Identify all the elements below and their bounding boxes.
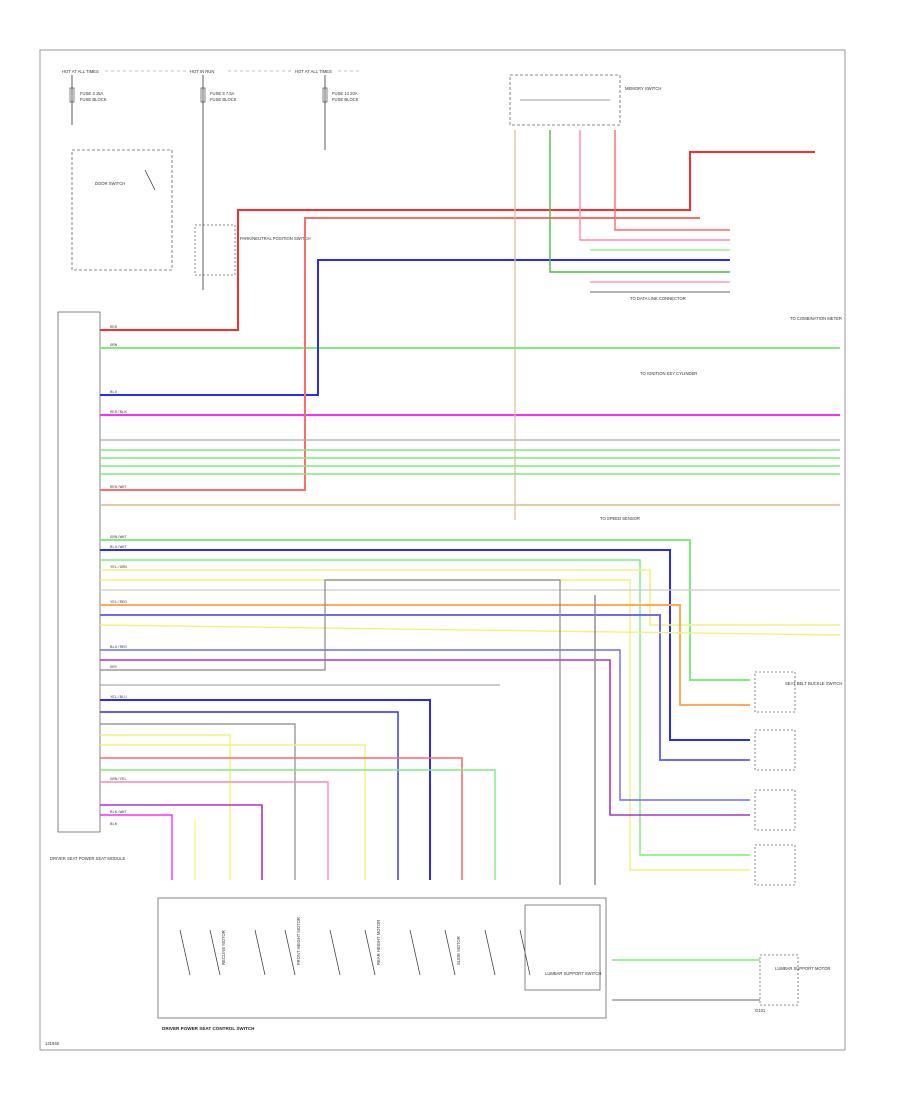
wire-sw-7 — [100, 769, 496, 880]
svg-text:FUSE BLOCK: FUSE BLOCK — [210, 97, 237, 102]
wire-purple-l1 — [100, 659, 750, 816]
svg-text:FUSE 9 7.5A: FUSE 9 7.5A — [210, 91, 235, 96]
junction-label-4: TO SPEED SENSOR — [600, 516, 640, 521]
wire-mem-2 — [549, 130, 730, 273]
power-label-3: HOT AT ALL TIMES — [295, 69, 332, 74]
svg-text:FUSE BLOCK: FUSE BLOCK — [332, 97, 359, 102]
wire-sw-2 — [100, 711, 399, 880]
svg-text:RED/BLK: RED/BLK — [110, 410, 127, 415]
svg-text:BLK: BLK — [110, 823, 118, 827]
wire-sw-1 — [100, 699, 431, 880]
wire-yellow-l1 — [100, 569, 840, 626]
wire-red-top — [100, 151, 815, 331]
ground-label: G101 — [755, 1008, 766, 1013]
junction-label-3: TO IGNITION KEY CYLINDER — [640, 371, 697, 376]
power-label-1: HOT AT ALL TIMES — [62, 69, 99, 74]
power-seat-module-box — [57, 311, 101, 833]
svg-text:GRN: GRN — [110, 344, 118, 348]
slide-motor-label: SLIDE MOTOR — [456, 936, 461, 965]
diagram-code: 131946 — [45, 1041, 60, 1046]
wire-sw-10 — [100, 814, 173, 880]
svg-text:RED/WHT: RED/WHT — [110, 485, 127, 490]
front-height-label: FRONT HEIGHT MOTOR — [296, 917, 301, 965]
seat-control-switch-box — [157, 897, 607, 1019]
recline-motor-label: RECLINE MOTOR — [221, 930, 226, 965]
wires — [99, 130, 841, 1001]
memory-switch-label: MEMORY SWITCH — [625, 86, 661, 91]
junction-label-2: TO DATA LINK CONNECTOR — [630, 296, 686, 301]
svg-text:GRY: GRY — [110, 666, 118, 670]
svg-text:BLU/WHT: BLU/WHT — [110, 545, 127, 550]
wire-blue-1 — [100, 259, 730, 396]
wire-tags: RED GRN BLU RED/BLK RED/WHT GRN/WHT BLU/… — [110, 326, 127, 827]
lumbar-switch-label: LUMBAR SUPPORT SWITCH — [545, 971, 601, 976]
svg-text:YEL/GRN: YEL/GRN — [110, 565, 127, 570]
wire-sw-5 — [100, 744, 366, 880]
wire-sw-8 — [100, 781, 329, 880]
seat-control-switch-label: DRIVER POWER SEAT CONTROL SWITCH — [162, 1026, 255, 1031]
fuse-3: FUSE 14 20A FUSE BLOCK — [322, 75, 359, 150]
wire-red-2 — [100, 217, 700, 491]
door-switch-box — [71, 149, 173, 271]
wire-mem-3 — [579, 130, 730, 241]
svg-text:RED: RED — [110, 326, 118, 330]
lumbar-motor-label: LUMBAR SUPPORT MOTOR — [775, 966, 830, 971]
svg-text:GRN/YEL: GRN/YEL — [110, 777, 127, 782]
power-seat-module-label: DRIVER SEAT POWER SEAT MODULE — [50, 856, 126, 861]
svg-text:YEL/BLU: YEL/BLU — [110, 695, 127, 700]
wire-red-l1 — [100, 604, 750, 706]
wire-gray-l2 — [100, 579, 561, 885]
svg-text:FUSE 3 15A: FUSE 3 15A — [80, 91, 103, 96]
wire-sw-3 — [100, 723, 296, 880]
wire-yellow-l2 — [100, 579, 750, 871]
seat-belt-label: SEAT BELT BUCKLE SWITCH — [785, 681, 842, 686]
wire-blue-l2 — [100, 614, 750, 761]
svg-text:BLU/RED: BLU/RED — [110, 645, 127, 650]
fuse-2: FUSE 9 7.5A FUSE BLOCK — [200, 75, 237, 290]
wire-blue-l1 — [100, 549, 750, 741]
power-label-2: HOT IN RUN — [190, 69, 214, 74]
rear-height-label: REAR HEIGHT MOTOR — [376, 920, 381, 965]
switch-contacts — [179, 929, 531, 976]
wire-mem-4 — [614, 130, 730, 231]
wire-green-l1 — [100, 539, 750, 681]
relay-box — [194, 224, 236, 276]
wire-green-l2 — [100, 559, 750, 856]
diagram-frame — [39, 49, 846, 1051]
svg-text:FUSE BLOCK: FUSE BLOCK — [80, 97, 107, 102]
memory-switch-box — [509, 74, 621, 126]
junction-label-1: TO COMBINATION METER — [790, 316, 842, 321]
fuse-1: FUSE 3 15A FUSE BLOCK — [69, 75, 107, 125]
svg-text:YEL/RED: YEL/RED — [110, 600, 127, 605]
relay-label: PARK/NEUTRAL POSITION SWITCH — [240, 236, 311, 241]
lumbar-switch-box — [524, 904, 601, 991]
svg-text:BLK/WHT: BLK/WHT — [110, 810, 127, 815]
wire-sw-6 — [100, 757, 463, 880]
wire-yellow-l3 — [99, 624, 841, 636]
wire-blue-l3 — [100, 649, 750, 801]
wire-sw-4 — [100, 734, 231, 880]
wire-sw-9 — [100, 804, 263, 880]
svg-text:FUSE 14 20A: FUSE 14 20A — [332, 91, 358, 96]
motors-right — [754, 671, 799, 1006]
door-switch-label: DOOR SWITCH — [95, 181, 125, 186]
svg-text:BLU: BLU — [110, 391, 118, 395]
svg-text:GRN/WHT: GRN/WHT — [110, 535, 127, 540]
